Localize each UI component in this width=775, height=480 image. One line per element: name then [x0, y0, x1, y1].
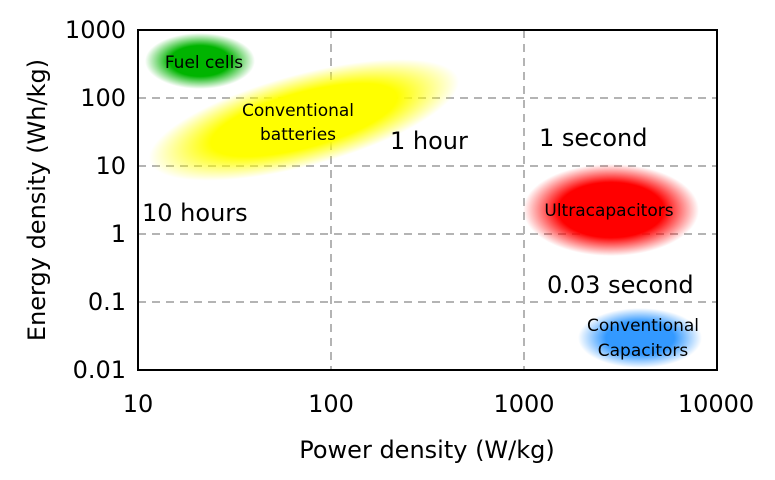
region-conventional-batteries: [148, 59, 460, 181]
region-ultracapacitors: [523, 164, 699, 256]
plot-frame: [137, 29, 718, 371]
region-label-ultracapacitors: Ultracapacitors: [544, 201, 673, 221]
x-tick-10: 10: [123, 390, 154, 418]
x-axis-label: Power density (W/kg): [299, 436, 555, 464]
y-tick-0.1: 0.1: [88, 288, 126, 316]
region-label-batteries-line1: Conventional: [242, 101, 354, 121]
y-tick-1000: 1000: [65, 16, 126, 44]
x-tick-1000: 1000: [493, 390, 554, 418]
region-fuel-cells: [145, 33, 255, 89]
region-label-fuel-cells: Fuel cells: [165, 53, 243, 73]
region-conventional-capacitors: [578, 308, 702, 368]
annotation-0.03-second: 0.03 second: [547, 271, 694, 299]
x-tick-10000: 10000: [678, 390, 754, 418]
annotation-1-second: 1 second: [539, 124, 648, 152]
y-axis-label: Energy density (Wh/kg): [23, 59, 51, 341]
y-tick-1: 1: [111, 220, 126, 248]
region-label-capacitors-line1: Conventional: [587, 316, 699, 336]
x-tick-100: 100: [308, 390, 354, 418]
y-tick-10: 10: [95, 152, 126, 180]
region-labels: Fuel cells Conventional batteries Ultrac…: [165, 53, 699, 361]
region-label-capacitors-line2: Capacitors: [598, 341, 689, 361]
x-tick-labels: 10 100 1000 10000: [123, 390, 754, 418]
y-tick-0.01: 0.01: [73, 356, 126, 384]
y-tick-100: 100: [80, 84, 126, 112]
annotations: 10 hours 1 hour 1 second 0.03 second: [142, 124, 694, 299]
regions: [145, 33, 702, 368]
y-tick-labels: 0.01 0.1 1 10 100 1000: [65, 16, 126, 384]
annotation-10-hours: 10 hours: [142, 199, 248, 227]
region-label-batteries-line2: batteries: [260, 125, 336, 145]
annotation-1-hour: 1 hour: [390, 127, 468, 155]
